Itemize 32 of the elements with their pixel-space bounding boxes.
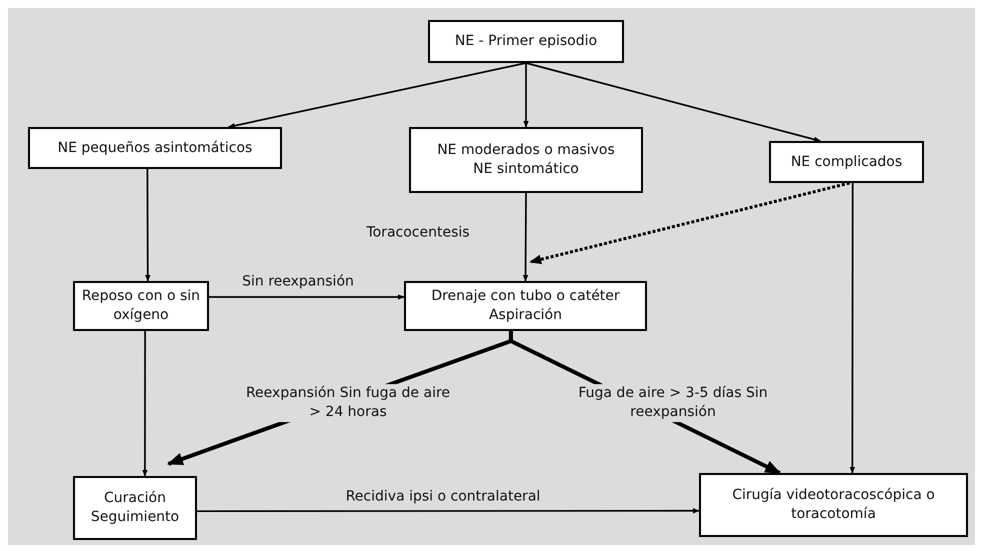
- edge-label: Sin reexpansión: [241, 272, 355, 292]
- box-text: NE pequeños asintomáticos: [58, 138, 252, 158]
- arrow: [145, 169, 150, 282]
- edge-label: Recidiva ipsi o contralateral: [344, 488, 542, 506]
- arrow: [529, 182, 850, 264]
- box-text: Drenaje con tubo o catéter: [431, 287, 620, 306]
- edge-label: Toracocentesis: [365, 224, 471, 242]
- box-text: Seguimiento: [90, 508, 180, 527]
- process-box: [699, 473, 968, 537]
- box-text: NE complicados: [790, 152, 902, 172]
- box-text: Cirugía videotoracoscópica o toracotomía: [731, 486, 936, 524]
- process-box: [428, 20, 624, 63]
- arrow: [850, 183, 856, 474]
- arrow: [142, 331, 148, 477]
- arrow: [522, 193, 528, 282]
- process-box: [769, 141, 924, 183]
- box-text: NE moderados o masivos: [437, 141, 615, 160]
- process-box: [73, 476, 197, 540]
- process-box: [409, 127, 643, 193]
- box-text: Curación: [104, 489, 166, 508]
- arrow: [209, 294, 405, 300]
- box-text: NE sintomático: [473, 160, 579, 179]
- arrow: [228, 62, 526, 128]
- process-box: [404, 281, 647, 331]
- arrow: [523, 63, 529, 128]
- process-box: [28, 127, 282, 169]
- process-box: [73, 281, 209, 331]
- box-text: Reposo con o sin oxígeno: [80, 287, 202, 325]
- box-text: NE - Primer episodio: [454, 32, 598, 51]
- arrow: [526, 62, 821, 142]
- box-text: Aspiración: [488, 306, 562, 325]
- arrow: [197, 508, 700, 514]
